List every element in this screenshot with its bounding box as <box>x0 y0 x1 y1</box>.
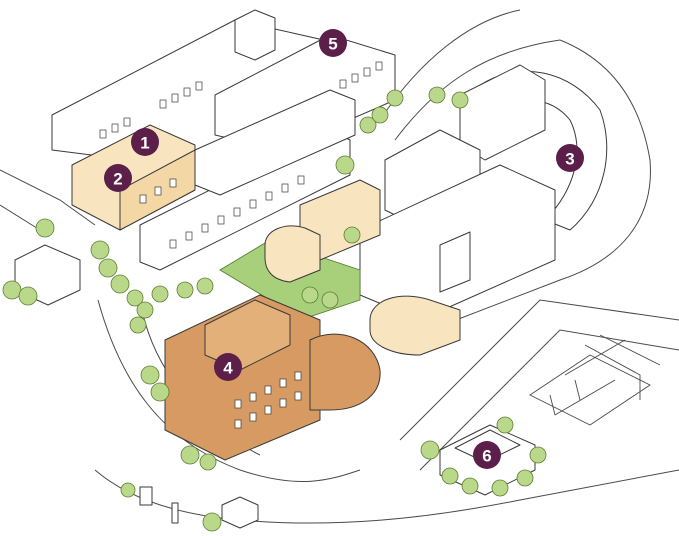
building-4 <box>164 294 381 461</box>
marker-6-label: 6 <box>482 447 491 466</box>
marker-3-label: 3 <box>565 150 574 169</box>
marker-4[interactable]: 4 <box>214 353 242 381</box>
marker-2-label: 2 <box>113 170 122 189</box>
marker-1-label: 1 <box>140 134 149 153</box>
building-center-light <box>264 179 461 356</box>
marker-2[interactable]: 2 <box>104 164 132 192</box>
building-2 <box>71 124 196 231</box>
marker-1[interactable]: 1 <box>131 128 159 156</box>
parking-lots <box>529 334 661 426</box>
marker-3[interactable]: 3 <box>556 144 584 172</box>
marker-5-label: 5 <box>328 35 337 54</box>
marker-6[interactable]: 6 <box>473 441 501 469</box>
small-structures <box>139 486 259 529</box>
building-5-windows <box>99 61 383 139</box>
marker-4-label: 4 <box>223 359 233 378</box>
marker-5[interactable]: 5 <box>319 29 347 57</box>
building-central-windows <box>169 175 305 249</box>
trees <box>2 86 547 532</box>
building-4-windows <box>234 371 302 429</box>
